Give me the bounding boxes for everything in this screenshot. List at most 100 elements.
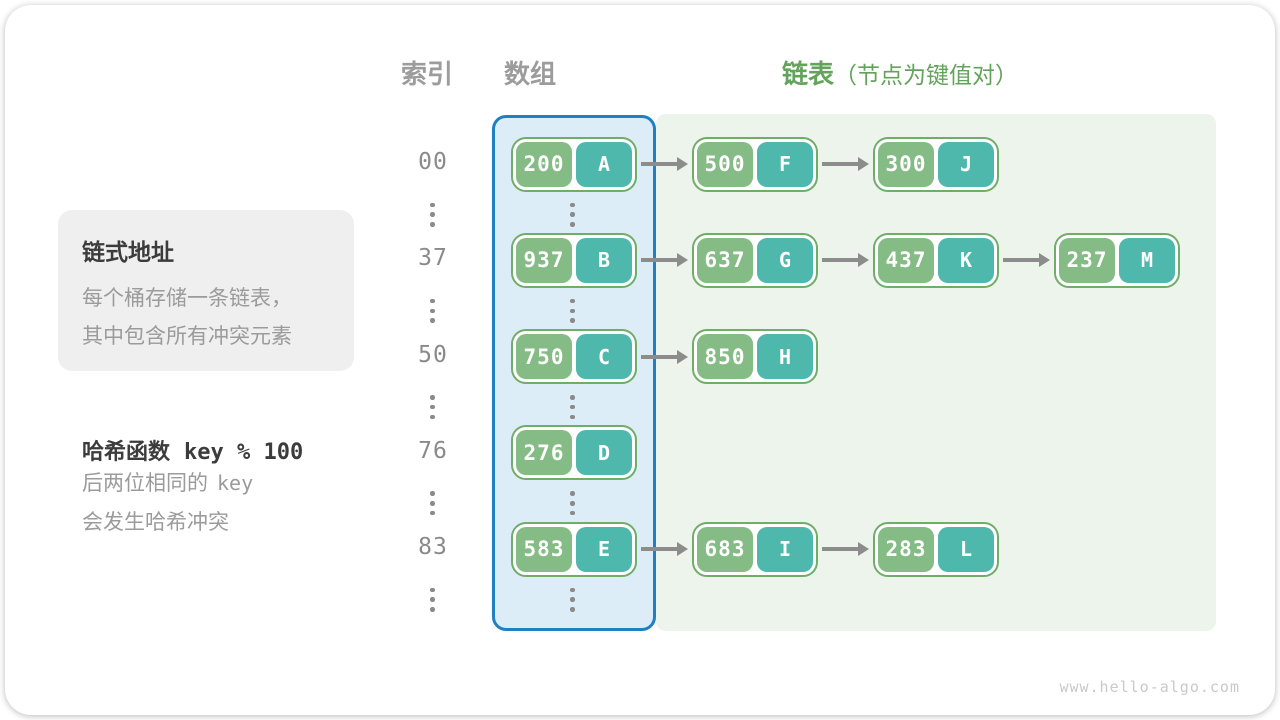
next-pointer-arrow <box>822 542 869 556</box>
vertical-ellipsis <box>430 489 435 518</box>
linked-list-label: 链表 <box>782 59 835 89</box>
dot <box>570 607 575 612</box>
value-cell: I <box>757 526 813 572</box>
next-pointer-arrow <box>641 157 688 171</box>
vertical-ellipsis <box>430 296 435 325</box>
hash-note-line: 会发生哈希冲突 <box>82 511 229 534</box>
hash-note-line: 后两位相同的 key <box>82 464 303 503</box>
dot <box>430 308 435 314</box>
vertical-ellipsis <box>570 296 575 325</box>
dot <box>570 587 575 593</box>
next-pointer-arrow <box>1003 253 1050 268</box>
info-box-line: 每个桶存储一条链表， <box>82 287 292 310</box>
vertical-ellipsis <box>570 393 575 422</box>
key-cell: 850 <box>697 334 753 379</box>
dot <box>430 607 435 612</box>
dot <box>570 510 575 516</box>
key-cell: 937 <box>516 237 572 283</box>
next-pointer-arrow <box>641 253 688 268</box>
value-cell: F <box>757 141 813 187</box>
linked-list-note: （节点为键值对） <box>834 62 1019 88</box>
hash-note-text: 后两位相同的 <box>82 472 208 495</box>
dot <box>430 414 435 420</box>
dot <box>430 222 435 227</box>
value-cell: E <box>576 526 632 572</box>
dot <box>570 212 575 217</box>
column-header-linked-list: 链表 （节点为键值对） <box>782 54 1018 91</box>
dot <box>430 212 435 217</box>
key-cell: 437 <box>878 237 934 283</box>
dot <box>430 404 435 410</box>
vertical-ellipsis <box>430 393 435 422</box>
value-cell: G <box>757 237 813 283</box>
key-cell: 276 <box>516 430 572 476</box>
value-cell: L <box>938 526 994 572</box>
dot <box>430 501 435 506</box>
watermark: www.hello-algo.com <box>1059 678 1240 696</box>
dot <box>570 222 575 227</box>
column-header-array: 数组 <box>503 59 556 89</box>
key-cell: 750 <box>516 334 572 379</box>
bucket-index-label: 50 <box>418 341 448 368</box>
next-pointer-arrow <box>822 253 869 268</box>
hash-function-formula: key % 100 <box>184 440 304 465</box>
value-cell: K <box>938 237 994 283</box>
value-cell: B <box>576 237 632 283</box>
bucket-index-label: 76 <box>418 437 448 464</box>
bucket-index-label: 83 <box>418 534 448 560</box>
info-box-line: 其中包含所有冲突元素 <box>82 325 292 348</box>
column-header-index: 索引 <box>400 59 453 89</box>
dot <box>430 510 435 516</box>
key-cell: 683 <box>697 526 753 572</box>
key-cell: 283 <box>878 526 934 572</box>
key-cell: 583 <box>516 526 572 572</box>
hash-note-code: key <box>217 471 254 495</box>
dot <box>430 587 435 593</box>
value-cell: D <box>576 430 632 476</box>
dot <box>430 395 435 400</box>
key-cell: 500 <box>697 141 753 187</box>
dot <box>570 308 575 314</box>
value-cell: H <box>757 334 813 379</box>
value-cell: M <box>1119 237 1175 283</box>
dot <box>570 202 575 208</box>
vertical-ellipsis <box>430 585 435 614</box>
dot <box>430 597 435 602</box>
dot <box>570 597 575 602</box>
next-pointer-arrow <box>641 542 688 556</box>
dot <box>570 501 575 506</box>
key-cell: 200 <box>516 141 572 187</box>
dot <box>570 491 575 496</box>
value-cell: C <box>576 334 632 379</box>
vertical-ellipsis <box>570 200 575 229</box>
key-cell: 300 <box>878 141 934 187</box>
dot <box>570 318 575 323</box>
vertical-ellipsis <box>430 200 435 229</box>
vertical-ellipsis <box>570 585 575 614</box>
value-cell: J <box>938 141 994 187</box>
info-box-title: 链式地址 <box>82 239 174 265</box>
dot <box>430 318 435 323</box>
bucket-index-label: 00 <box>418 149 448 175</box>
next-pointer-arrow <box>641 349 688 364</box>
info-box: 链式地址 每个桶存储一条链表， 其中包含所有冲突元素 <box>58 210 354 371</box>
dot <box>430 298 435 304</box>
dot <box>570 298 575 304</box>
key-cell: 237 <box>1059 237 1115 283</box>
value-cell: A <box>576 141 632 187</box>
